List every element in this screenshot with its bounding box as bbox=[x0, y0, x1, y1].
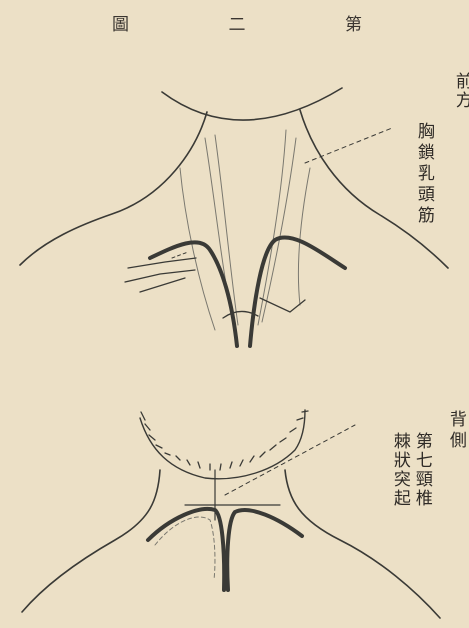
front-view-label: 前方 bbox=[452, 72, 469, 110]
back-process-label-a: 第七頸椎 bbox=[412, 432, 430, 508]
front-leader-line bbox=[305, 128, 392, 163]
front-muscle-label: 胸鎖乳頭筋 bbox=[414, 122, 432, 227]
back-view-label: 背側 bbox=[446, 410, 464, 452]
front-neck-left bbox=[20, 112, 207, 265]
back-scapula-right bbox=[227, 510, 302, 590]
back-process-label-b: 棘狀突起 bbox=[390, 432, 408, 508]
back-scapula-left bbox=[148, 509, 224, 590]
back-leader-line bbox=[225, 425, 355, 495]
front-view-illustration bbox=[20, 88, 448, 346]
front-jaw-line bbox=[162, 88, 342, 120]
back-hairline bbox=[140, 410, 305, 479]
back-view-illustration bbox=[22, 410, 440, 618]
back-neck-left bbox=[22, 470, 160, 612]
